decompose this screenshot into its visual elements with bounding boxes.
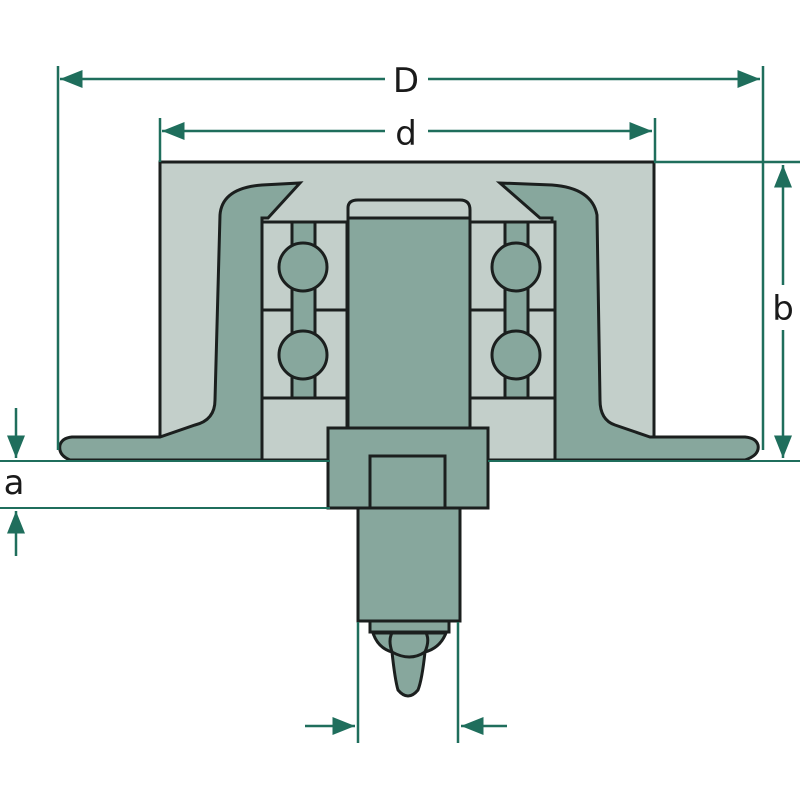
label-b: b	[772, 289, 794, 329]
bearing-left	[260, 220, 349, 462]
label-D: D	[393, 61, 419, 101]
bearing-right	[468, 220, 557, 462]
housing-shell-left	[58, 181, 304, 462]
label-d: d	[395, 114, 417, 154]
dimension-D	[56, 66, 765, 450]
dimension-b	[654, 160, 800, 458]
shaft-top-cap	[346, 198, 472, 222]
dimension-d	[158, 118, 657, 162]
shaft-tip	[368, 619, 451, 698]
shaft-lower	[356, 506, 462, 623]
housing-shell-right	[495, 181, 760, 462]
shaft	[346, 216, 472, 430]
dimension-shaft	[305, 622, 507, 743]
label-a: a	[4, 463, 25, 503]
collar-inner	[368, 454, 447, 510]
